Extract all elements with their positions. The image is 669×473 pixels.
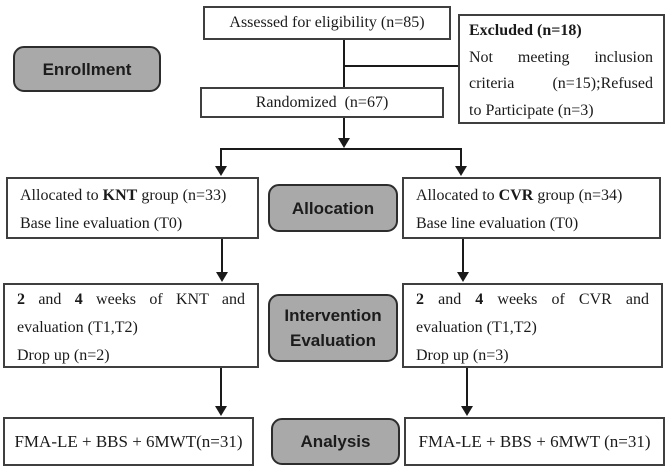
analysis-cvr-box: FMA-LE + BBS + 6MWT (n=31) xyxy=(404,417,665,466)
split-line xyxy=(221,148,462,150)
connector-assessed-randomized xyxy=(343,40,345,87)
interv-cvr-mid: and xyxy=(424,291,476,308)
allocated-knt-line1: Allocated to KNT group (n=33) xyxy=(20,182,247,210)
excluded-line3: to Participate (n=3) xyxy=(469,101,594,119)
intervention-knt-box: 2 and 4 weeks of KNT and evaluation (T1,… xyxy=(3,283,259,368)
excluded-title: Excluded (n=18) xyxy=(469,18,653,45)
intervention-cvr-line2: evaluation (T1,T2) xyxy=(416,319,537,336)
intervention-cvr-box: 2 and 4 weeks of CVR and evaluation (T1,… xyxy=(402,283,663,368)
connector-interv-analysis-left xyxy=(220,368,222,408)
intervention-cvr-line3: Drop up (n=3) xyxy=(416,347,509,364)
stage-evaluation-label: Evaluation xyxy=(290,331,376,350)
intervention-knt-line1: 2 and 4 weeks of KNT and xyxy=(17,286,245,314)
stage-analysis-label: Analysis xyxy=(300,432,371,451)
allocated-cvr-line2: Base line evaluation (T0) xyxy=(416,215,579,232)
interv-knt-mid: and xyxy=(25,291,75,308)
excluded-box: Excluded (n=18) Not meeting inclusion cr… xyxy=(458,14,665,124)
allocated-knt-line2: Base line evaluation (T0) xyxy=(20,215,183,232)
interv-knt-rest: weeks of KNT and xyxy=(82,291,245,308)
alloc-cvr-group: CVR xyxy=(498,187,534,204)
arrowhead-interv-left xyxy=(216,272,228,282)
stage-enrollment: Enrollment xyxy=(13,46,161,92)
interv-knt-b1: 2 xyxy=(17,291,25,308)
arrowhead-analysis-right xyxy=(461,406,473,416)
connector-split-left xyxy=(220,148,222,168)
intervention-knt-line2: evaluation (T1,T2) xyxy=(17,319,138,336)
connector-excluded-branch xyxy=(344,65,458,67)
arrowhead-alloc-left xyxy=(215,166,227,176)
alloc-knt-post: group (n=33) xyxy=(137,187,227,204)
connector-alloc-interv-right xyxy=(462,239,464,274)
alloc-knt-pre: Allocated to xyxy=(20,187,103,204)
intervention-cvr-line1: 2 and 4 weeks of CVR and xyxy=(416,286,649,314)
excluded-title-text: Excluded (n=18) xyxy=(469,22,582,39)
randomized-box: Randomized (n=67) xyxy=(200,87,444,118)
arrowhead-alloc-right xyxy=(455,166,467,176)
analysis-knt-box: FMA-LE + BBS + 6MWT(n=31) xyxy=(3,417,254,466)
interv-knt-b2: 4 xyxy=(74,291,83,308)
assessed-box: Assessed for eligibility (n=85) xyxy=(203,6,451,40)
excluded-line2: criteria (n=15);Refused xyxy=(469,75,653,92)
alloc-cvr-post: group (n=34) xyxy=(533,187,623,204)
stage-allocation: Allocation xyxy=(268,184,398,232)
interv-cvr-b2: 4 xyxy=(475,291,484,308)
interv-cvr-rest: weeks of CVR and xyxy=(483,291,649,308)
arrowhead-interv-right xyxy=(457,272,469,282)
connector-interv-analysis-right xyxy=(466,368,468,408)
stage-intervention-label: Intervention xyxy=(284,306,382,325)
stage-analysis: Analysis xyxy=(271,418,400,465)
arrowhead-randomized-split xyxy=(338,138,350,148)
arrowhead-analysis-left xyxy=(215,406,227,416)
stage-intervention-evaluation: Intervention Evaluation xyxy=(268,294,398,362)
stage-enrollment-label: Enrollment xyxy=(42,59,132,79)
stage-allocation-label: Allocation xyxy=(291,198,375,218)
excluded-line1: Not meeting inclusion xyxy=(469,48,653,66)
allocated-knt-box: Allocated to KNT group (n=33) Base line … xyxy=(6,177,259,239)
intervention-knt-line3: Drop up (n=2) xyxy=(17,347,110,364)
interv-cvr-b1: 2 xyxy=(416,291,424,308)
connector-randomized-split xyxy=(343,118,345,139)
allocated-cvr-line1: Allocated to CVR group (n=34) xyxy=(416,182,649,210)
connector-split-right xyxy=(460,148,462,168)
connector-alloc-interv-left xyxy=(221,239,223,274)
alloc-knt-group: KNT xyxy=(102,187,138,204)
alloc-cvr-pre: Allocated to xyxy=(416,187,499,204)
allocated-cvr-box: Allocated to CVR group (n=34) Base line … xyxy=(402,177,661,239)
